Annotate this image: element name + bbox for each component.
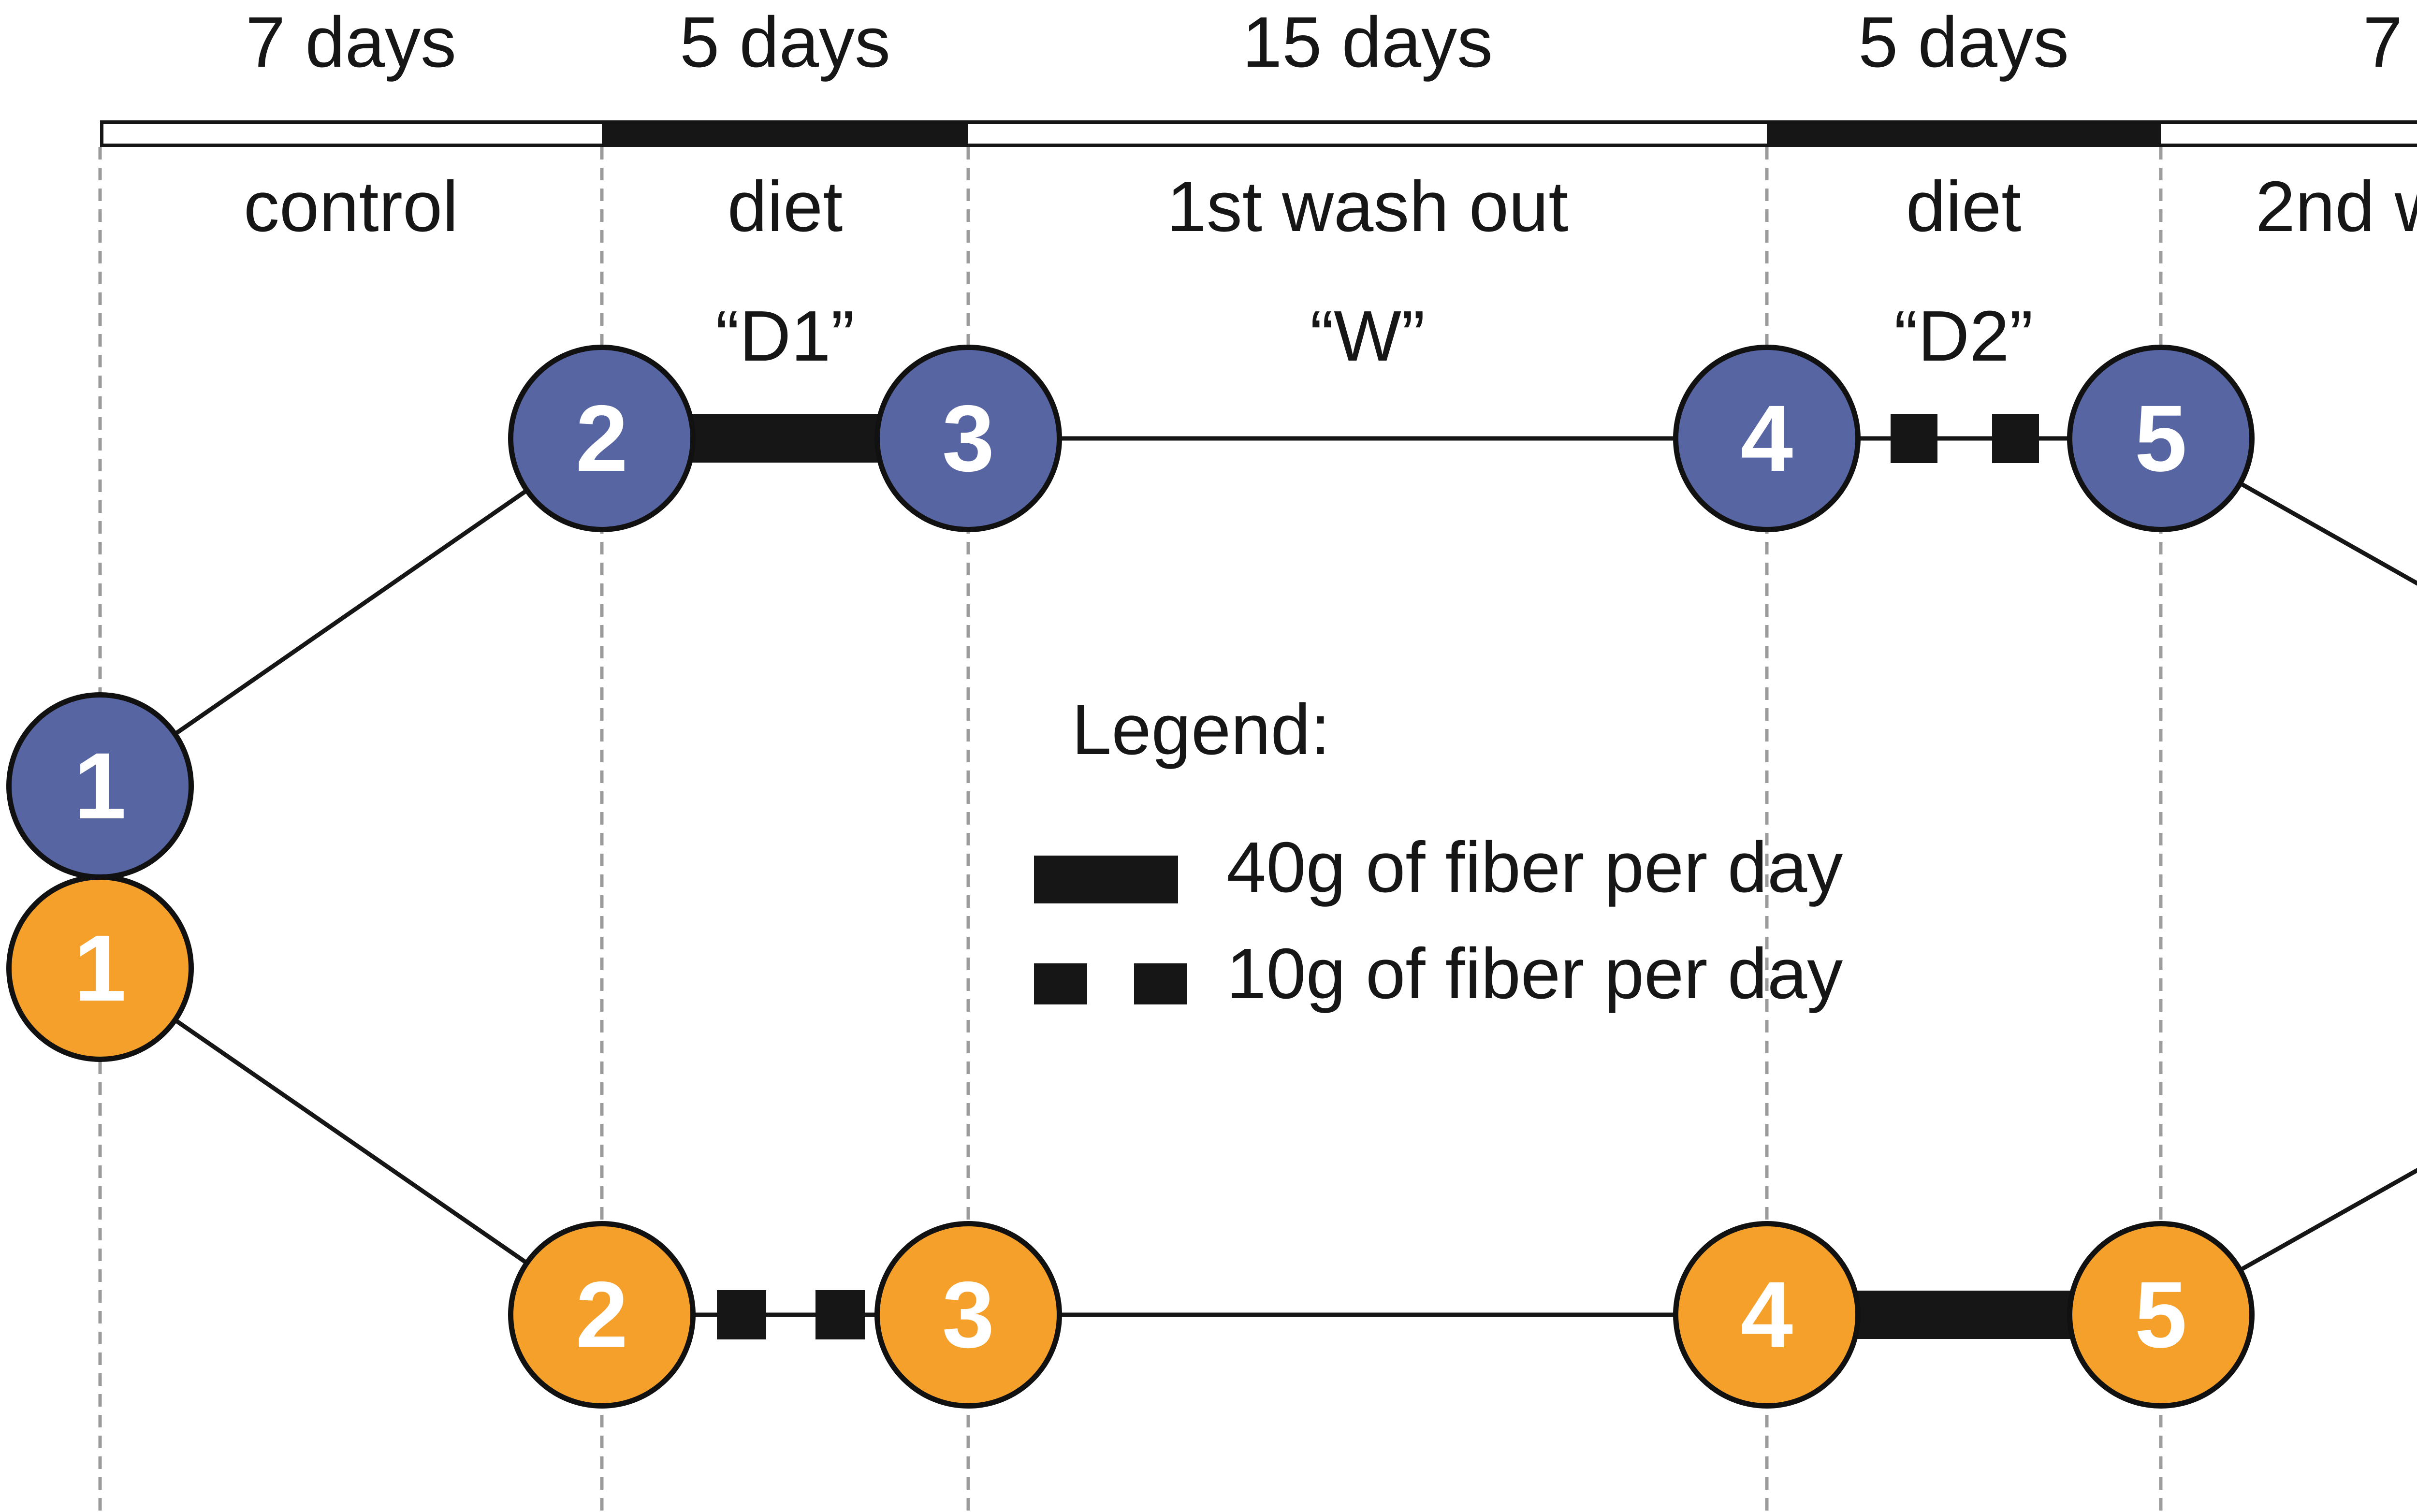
duration-label: 15 days: [1242, 2, 1493, 82]
phase-code-label-d1: “D1”: [715, 296, 855, 376]
node-number: 5: [2134, 1262, 2187, 1367]
duration-label: 7 days: [245, 2, 457, 82]
phase-code-label-w: “W”: [1310, 296, 1426, 376]
phase-label: diet: [1906, 167, 2022, 247]
legend-item-label: 10g of fiber per day: [1226, 934, 1843, 1014]
blue-node-5: 5: [2067, 345, 2255, 532]
diet-segment-d2: [1767, 120, 2161, 147]
connector-line: [99, 436, 603, 788]
orange-node-3: 3: [874, 1221, 1062, 1409]
node-number: 1: [73, 915, 127, 1021]
duration-label: 7 days: [2362, 2, 2417, 82]
node-number: 3: [942, 1262, 995, 1367]
ten-gram-square: [1992, 414, 2039, 463]
blue-node-3: 3: [874, 345, 1062, 532]
diet-segment-d1: [602, 120, 968, 147]
blue-node-2: 2: [508, 345, 696, 532]
orange-arm-connectors: [99, 966, 2417, 1317]
connector-line: [2159, 1168, 2417, 1317]
duration-label: 5 days: [679, 2, 891, 82]
phase-code-label-d2: “D2”: [1894, 296, 2033, 376]
phase-label: 2nd wash out: [2255, 167, 2417, 247]
legend-swatch-10g-square: [1134, 963, 1187, 1004]
node-number: 2: [575, 385, 628, 491]
orange-node-5: 5: [2067, 1221, 2255, 1409]
phase-label: control: [243, 167, 459, 247]
ten-gram-squares-orange-2-3: [717, 1290, 865, 1339]
phase-label: diet: [727, 167, 843, 247]
ten-gram-square: [717, 1290, 766, 1339]
blue-node-1: 1: [6, 692, 194, 880]
ten-gram-square: [815, 1290, 865, 1339]
legend-title: Legend:: [1072, 690, 1330, 770]
node-number: 2: [575, 1262, 628, 1367]
phase-label: 1st wash out: [1166, 167, 1569, 247]
legend-swatch-10g-square: [1034, 963, 1087, 1004]
node-number: 5: [2134, 385, 2187, 491]
orange-node-2: 2: [508, 1221, 696, 1409]
duration-label: 5 days: [1858, 2, 2069, 82]
ten-gram-squares-blue-4-5: [1891, 414, 2039, 463]
orange-node-4: 4: [1673, 1221, 1861, 1409]
legend-item-label: 40g of fiber per day: [1226, 828, 1843, 907]
connector-line: [99, 966, 603, 1317]
legend-swatch-40g-bar: [1034, 856, 1178, 903]
node-number: 4: [1740, 385, 1793, 491]
ten-gram-square: [1891, 414, 1937, 463]
blue-node-4: 4: [1673, 345, 1861, 532]
node-number: 3: [942, 385, 995, 491]
orange-node-1: 1: [6, 874, 194, 1062]
connector-line: [2159, 436, 2417, 586]
node-number: 4: [1740, 1262, 1793, 1367]
node-number: 1: [73, 733, 127, 839]
